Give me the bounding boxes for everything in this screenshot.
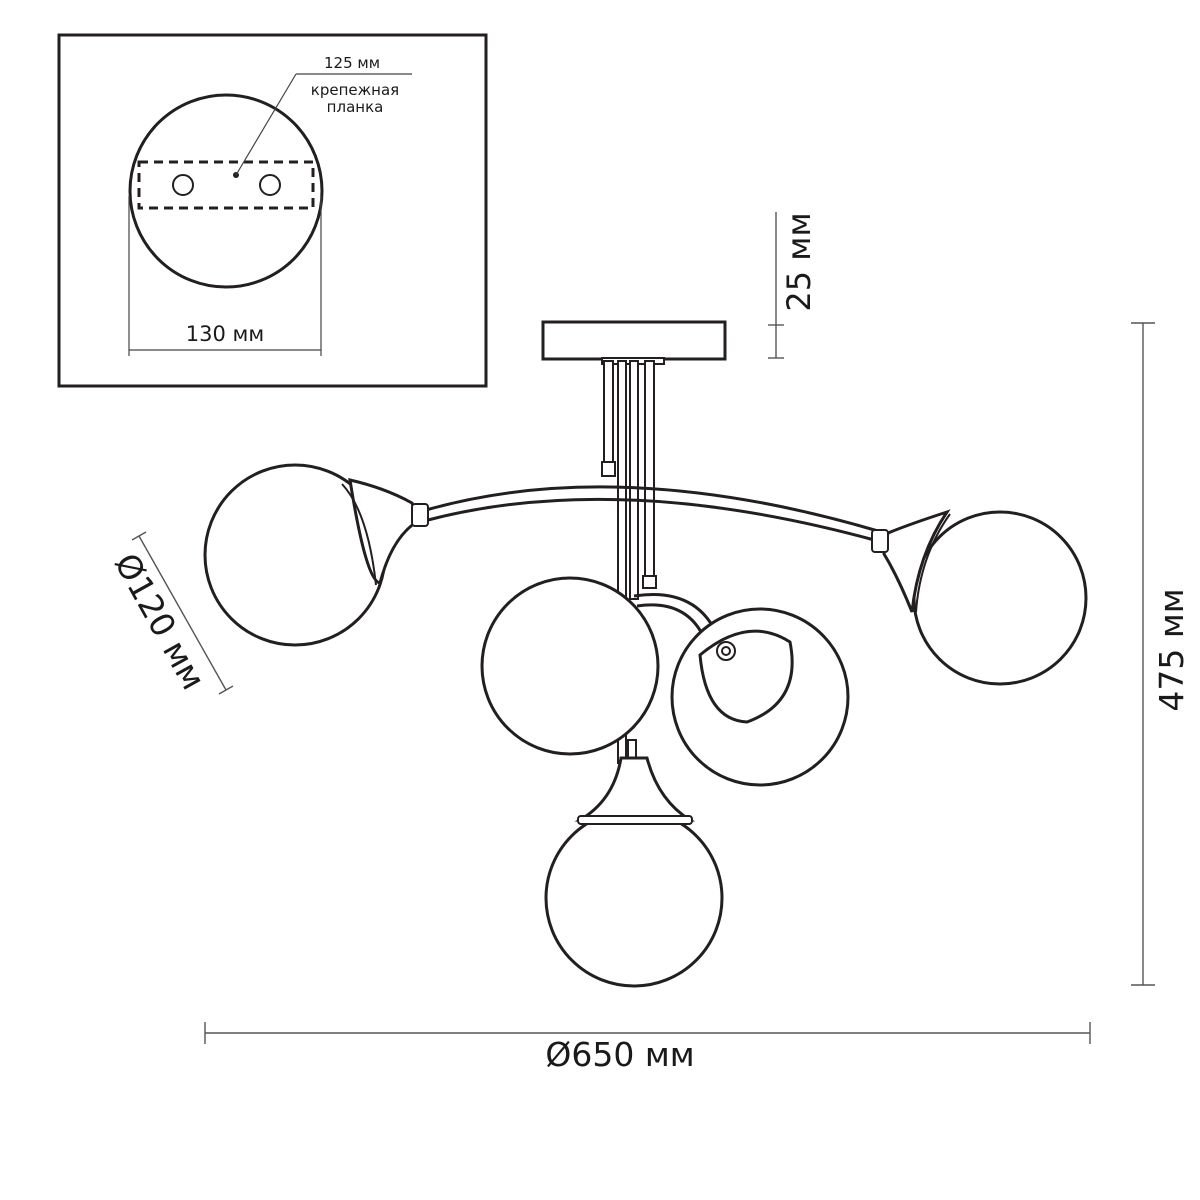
mount-plate-label-line1: крепежная	[311, 81, 399, 99]
main-arm	[425, 485, 879, 533]
holder-left-knuckle	[411, 503, 429, 527]
shade-diameter-label: Ø120 мм	[107, 547, 213, 696]
shade-center-left	[480, 576, 660, 756]
mount-plate-label-line2: планка	[327, 98, 384, 116]
shade-right	[912, 510, 1088, 686]
holder-bottom	[574, 756, 696, 822]
shade-diameter-tick-top	[131, 531, 147, 541]
mount-width-label: 125 мм	[324, 54, 380, 72]
mounting-hole-right	[259, 174, 281, 196]
canopy-top-view	[128, 93, 324, 289]
canopy-inset: 125 мм крепежная планка 130 мм	[57, 33, 488, 388]
mounting-plate-outline	[137, 160, 315, 210]
holder-left-rim	[341, 483, 377, 586]
canopy	[541, 320, 727, 361]
mounting-hole-left	[172, 174, 194, 196]
inset-frame	[57, 33, 488, 388]
mounting-plate-leader	[235, 73, 297, 176]
holder-bottom-rim	[577, 815, 693, 825]
holder-center-right-socket	[716, 641, 736, 661]
total-diameter-label: Ø650 мм	[545, 1035, 694, 1074]
holder-right-rim	[915, 513, 951, 613]
holder-right-knuckle	[871, 529, 889, 553]
stem-3	[629, 360, 639, 600]
main-arm-inner	[427, 497, 879, 543]
holder-right	[882, 509, 951, 613]
stem-1-cap	[601, 461, 616, 477]
stem-1	[603, 360, 614, 466]
lamp-front-view	[203, 320, 1088, 988]
stem-4	[644, 360, 655, 580]
holder-left	[348, 478, 420, 585]
shade-bottom	[544, 808, 724, 988]
stem-4-cap	[642, 575, 657, 589]
shade-diameter-line	[138, 535, 227, 691]
total-height-label: 475 мм	[1152, 588, 1191, 711]
canopy-height-label: 25 мм	[780, 212, 818, 311]
shade-diameter-tick-bottom	[218, 685, 234, 695]
canopy-diameter-label: 130 мм	[186, 322, 264, 346]
holder-center-right-socket-inner	[721, 646, 731, 656]
stem-bottom	[627, 739, 637, 759]
